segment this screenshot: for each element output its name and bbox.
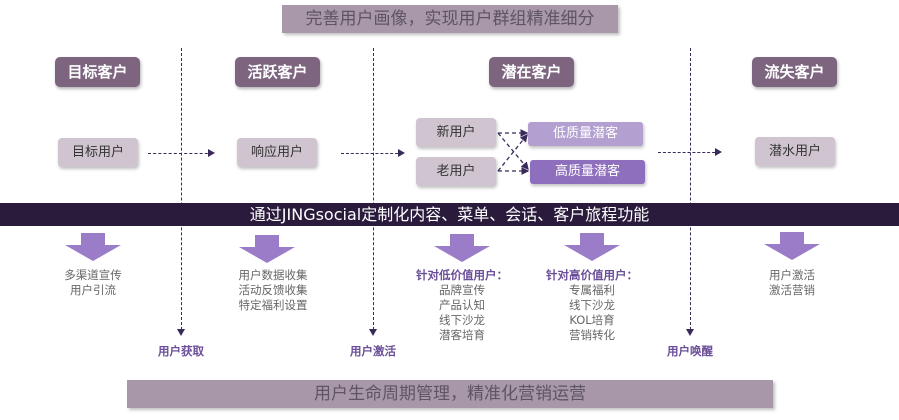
header-lost: 流失客户 xyxy=(752,57,837,87)
detail-line: 用户引流 xyxy=(70,283,116,297)
banner: 通过JINGsocial定制化内容、菜单、会话、客户旅程功能 xyxy=(0,203,899,226)
stage-activation: 用户激活 xyxy=(350,344,396,358)
arrow-2 xyxy=(341,149,405,157)
detail-line: KOL培育 xyxy=(569,313,615,327)
down-arrow-icon xyxy=(764,232,820,260)
detail-col2: 用户数据收集活动反馈收集特定福利设置 xyxy=(203,268,343,313)
detail-col1: 多渠道宣传用户引流 xyxy=(23,268,163,298)
header-potential: 潜在客户 xyxy=(489,57,574,87)
detail-line: 品牌宣传 xyxy=(439,283,485,297)
down-arrow-icon xyxy=(434,234,490,262)
detail-line: 专属福利 xyxy=(569,283,615,297)
detail-col5: 用户激活激活营销 xyxy=(722,268,862,298)
bottom-title: 用户生命周期管理，精准化营销运营 xyxy=(127,380,773,408)
stage-awakening: 用户唤醒 xyxy=(667,344,713,358)
detail-line: 产品认知 xyxy=(439,298,485,312)
divider-awakening xyxy=(686,48,694,336)
detail-line: 特定福利设置 xyxy=(238,298,308,312)
detail-line: 用户数据收集 xyxy=(238,268,308,282)
box-dormant-user: 潜水用户 xyxy=(755,137,835,166)
detail-line: 潜客培育 xyxy=(439,328,485,342)
top-title: 完善用户画像，实现用户群组精准细分 xyxy=(282,5,618,33)
arrow-3 xyxy=(658,148,722,156)
down-arrow-icon xyxy=(564,233,620,261)
detail-line: 营销转化 xyxy=(569,328,615,342)
header-target: 目标客户 xyxy=(55,57,140,87)
box-high-quality: 高质量潜客 xyxy=(530,160,645,184)
divider-activation xyxy=(369,48,377,336)
detail-line: 线下沙龙 xyxy=(439,313,485,327)
detail-line: 激活营销 xyxy=(769,283,815,297)
detail-line: 活动反馈收集 xyxy=(238,283,308,297)
stage-acquisition: 用户获取 xyxy=(158,344,204,358)
detail-title: 针对低价值用户： xyxy=(416,268,508,282)
box-old-user: 老用户 xyxy=(416,157,496,186)
down-arrow-icon xyxy=(65,233,121,261)
arrow-1 xyxy=(148,149,215,157)
detail-line: 线下沙龙 xyxy=(569,298,615,312)
box-new-user: 新用户 xyxy=(416,118,496,147)
detail-col3: 针对低价值用户： 品牌宣传产品认知线下沙龙潜客培育 xyxy=(392,268,532,343)
cross-arrows xyxy=(497,129,530,175)
header-active: 活跃客户 xyxy=(235,57,320,87)
detail-line: 多渠道宣传 xyxy=(64,268,122,282)
divider-acquisition xyxy=(177,48,185,336)
detail-title: 针对高价值用户： xyxy=(546,268,638,282)
box-target-user: 目标用户 xyxy=(58,138,138,167)
box-low-quality: 低质量潜客 xyxy=(528,122,643,146)
down-arrow-icon xyxy=(239,235,295,263)
detail-line: 用户激活 xyxy=(769,268,815,282)
box-response-user: 响应用户 xyxy=(237,138,317,167)
